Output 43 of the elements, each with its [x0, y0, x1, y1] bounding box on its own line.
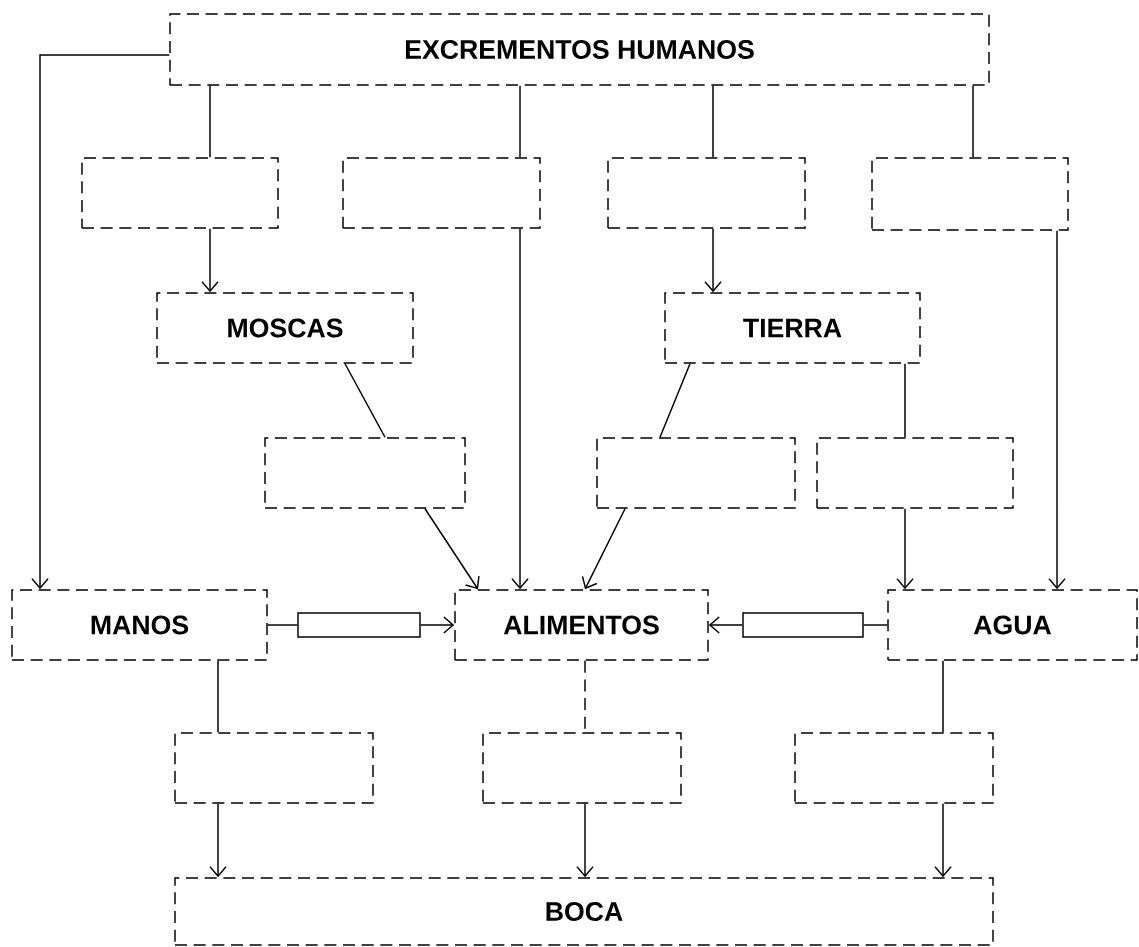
arrow	[209, 803, 227, 878]
connector-line	[659, 363, 691, 438]
empty-box	[607, 157, 806, 229]
connector-line	[712, 85, 714, 158]
arrow	[934, 803, 952, 878]
empty-box	[174, 732, 374, 804]
empty-box	[81, 157, 279, 229]
arrow	[1048, 230, 1066, 590]
arrow	[708, 616, 743, 634]
connector-line	[972, 85, 974, 158]
concept-box: EXCREMENTOS HUMANOS	[169, 13, 990, 86]
small-box	[742, 612, 864, 638]
concept-box: ALIMENTOS	[454, 589, 709, 661]
small-box	[297, 612, 421, 638]
empty-box	[264, 437, 466, 509]
empty-box	[596, 437, 796, 509]
concept-box: AGUA	[887, 589, 1138, 661]
connector-line	[217, 660, 219, 733]
connector-line	[519, 85, 521, 158]
arrow	[576, 803, 594, 878]
connector-line	[863, 624, 888, 626]
arrow	[704, 228, 722, 293]
arrow	[581, 508, 626, 590]
empty-box	[816, 437, 1014, 509]
arrow	[511, 228, 529, 590]
arrow	[896, 508, 914, 590]
concept-box: TIERRA	[664, 292, 921, 364]
arrow	[201, 228, 219, 293]
concept-box: BOCA	[174, 877, 994, 946]
connector-line	[942, 660, 944, 733]
arrow	[420, 616, 455, 634]
connector-line	[209, 85, 211, 158]
concept-box: MOSCAS	[156, 292, 414, 364]
empty-box	[871, 157, 1069, 231]
empty-box	[342, 157, 541, 229]
arrow	[31, 54, 170, 590]
connector-line	[344, 363, 386, 438]
connector-line	[267, 624, 298, 626]
concept-box: MANOS	[11, 589, 268, 661]
empty-box	[482, 732, 682, 804]
empty-box	[794, 732, 994, 804]
arrow	[424, 508, 480, 590]
connector-line	[904, 363, 906, 438]
